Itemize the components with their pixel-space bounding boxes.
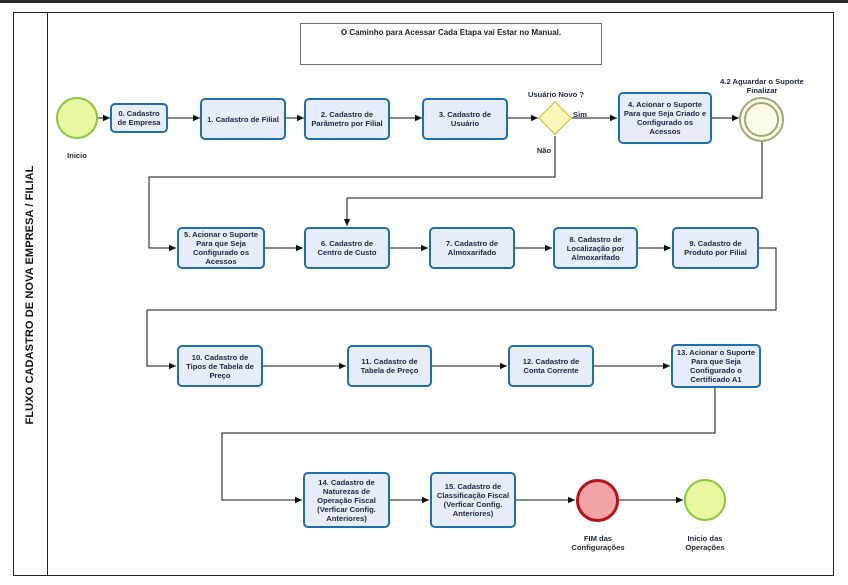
- wait-support-event-inner-ring: [744, 102, 779, 137]
- task-10-tipos-tabela-preco[interactable]: 10. Cadastro de Tipos de Tabela de Preço: [177, 345, 263, 387]
- gateway-no-label: Não: [536, 146, 552, 155]
- end-event-label: FIM das Configurações: [571, 534, 625, 552]
- task-15-classificacao-fiscal[interactable]: 15. Cadastro de Classificação Fiscal (Ve…: [430, 472, 516, 528]
- arrow-t13-to-t14: [221, 388, 716, 504]
- task-8-localizacao-almoxarifado[interactable]: 8. Cadastro de Localização por Almoxarif…: [553, 227, 638, 269]
- arrow-t9-to-t10: [146, 247, 777, 370]
- task-3-cadastro-usuario[interactable]: 3. Cadastro de Usuário: [422, 98, 508, 140]
- operations-start-label: Inicio das Operações: [685, 534, 725, 552]
- task-0-cadastro-empresa[interactable]: 0. Cadastro de Empresa: [110, 103, 168, 133]
- task-4-acionar-suporte[interactable]: 4. Acionar o Suporte Para que Seja Criad…: [618, 92, 712, 144]
- gateway-yes-label: Sim: [573, 110, 587, 119]
- task-14-naturezas-operacao-fiscal[interactable]: 14. Cadastro de Naturezas de Operação Fi…: [303, 472, 390, 528]
- task-5-acionar-suporte-acessos[interactable]: 5. Acionar o Suporte Para que Seja Confi…: [177, 227, 265, 269]
- task-7-almoxarifado[interactable]: 7. Cadastro de Almoxarifado: [429, 227, 515, 269]
- arrow-gateway-no-to-t5: [148, 136, 556, 252]
- gateway-question-label: Usuário Novo ?: [527, 90, 585, 99]
- task-13-certificado-a1[interactable]: 13. Acionar o Suporte Para que Seja Conf…: [671, 344, 761, 388]
- wait-support-label: 4.2 Aguardar o Suporte Finalizar: [720, 77, 804, 95]
- window-top-bar: [0, 0, 848, 3]
- task-11-tabela-preco[interactable]: 11. Cadastro de Tabela de Preço: [347, 345, 432, 387]
- task-6-centro-custo[interactable]: 6. Cadastro de Centro de Custo: [304, 227, 390, 269]
- end-event[interactable]: [576, 479, 619, 522]
- arrow-wait-to-t6: [343, 142, 763, 226]
- operations-start-event[interactable]: [684, 479, 726, 521]
- manual-note: O Caminho para Acessar Cada Etapa vai Es…: [300, 23, 602, 65]
- start-event[interactable]: [56, 97, 98, 139]
- swimlane-pool: [13, 12, 834, 576]
- task-12-conta-corrente[interactable]: 12. Cadastro de Conta Corrente: [508, 345, 594, 387]
- task-9-produto-filial[interactable]: 9. Cadastro de Produto por Filial: [672, 227, 759, 269]
- task-2-cadastro-parametro[interactable]: 2. Cadastro de Parâmetro por Filial: [304, 98, 390, 140]
- start-event-label: Inicio: [67, 151, 87, 160]
- lane-header-divider: [47, 12, 48, 576]
- task-1-cadastro-filial[interactable]: 1. Cadastro de Filial: [200, 98, 286, 140]
